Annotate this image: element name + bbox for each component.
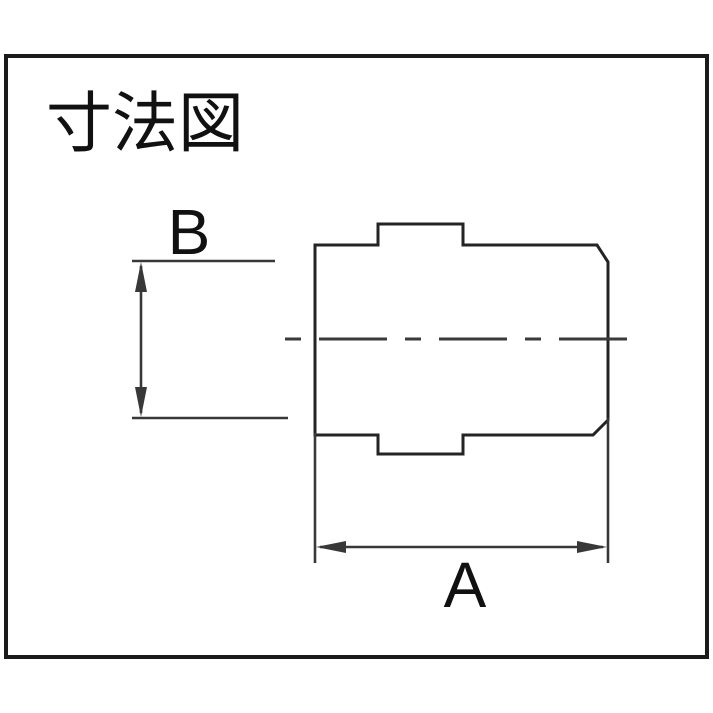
drawing-title: 寸法図	[46, 85, 244, 162]
drawing-border	[4, 54, 709, 659]
dim-b-arrowhead-top	[135, 262, 147, 292]
dim-a-arrowhead-left	[316, 541, 346, 553]
dim-b-label: B	[168, 196, 211, 268]
dim-a-label: A	[444, 549, 487, 621]
dim-b-arrowhead-bottom	[135, 387, 147, 417]
dim-a-arrowhead-right	[577, 541, 607, 553]
